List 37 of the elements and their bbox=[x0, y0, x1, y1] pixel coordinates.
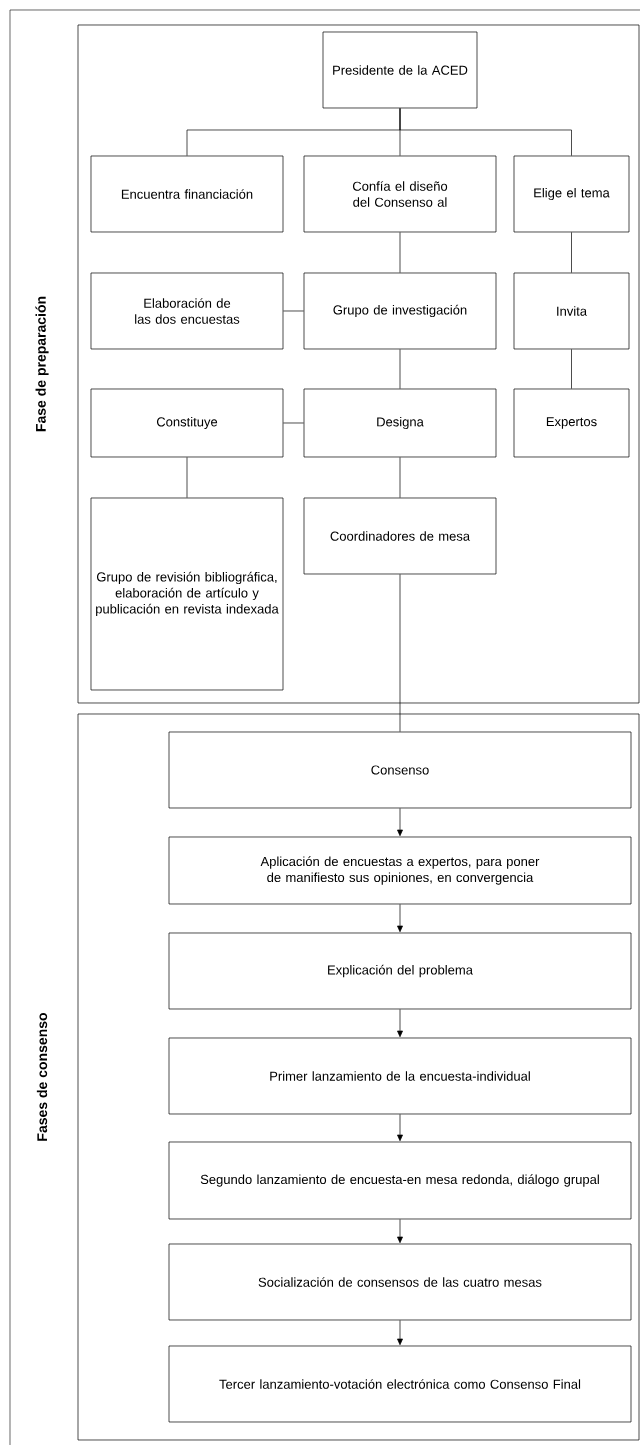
arrow bbox=[397, 1219, 403, 1244]
process-box: Constituye bbox=[90, 388, 284, 458]
process-box: Expertos bbox=[513, 388, 630, 458]
process-box: Coordinadores de mesa bbox=[303, 497, 497, 575]
process-box: Tercer lanzamiento-votación electrónica como Consenso Final bbox=[168, 1345, 632, 1423]
process-box: Invita bbox=[513, 272, 630, 350]
arrow bbox=[397, 1114, 403, 1142]
process-box: Primer lanzamiento de la encuesta-individual bbox=[168, 1037, 632, 1115]
arrow bbox=[397, 904, 403, 933]
arrow bbox=[397, 1320, 403, 1346]
panel-heading: Fase de preparación bbox=[35, 296, 49, 432]
connector-line bbox=[399, 232, 401, 273]
connector-line bbox=[399, 574, 401, 732]
connector-line bbox=[283, 310, 304, 312]
connector-line bbox=[571, 232, 572, 273]
connector-line bbox=[283, 422, 304, 424]
process-box: Explicación del problema bbox=[168, 932, 632, 1010]
connector-line bbox=[399, 349, 401, 389]
connector-line bbox=[571, 349, 572, 389]
process-box: Designa bbox=[303, 388, 497, 458]
process-box: Grupo de revisión bibliográfica, elaboración de artículo y publicación en revista indexada bbox=[90, 497, 284, 691]
connector-line bbox=[399, 457, 401, 498]
process-box: Socialización de consensos de las cuatro mesas bbox=[168, 1243, 632, 1321]
process-box: Aplicación de encuestas a expertos, para poner de manifiesto sus opiniones, en convergencia bbox=[168, 836, 632, 905]
process-box: Confía el diseño del Consenso al bbox=[303, 155, 497, 233]
process-box: Grupo de investigación bbox=[303, 272, 497, 350]
process-box: Consenso bbox=[168, 731, 632, 809]
process-box: Segundo lanzamiento de encuesta-en mesa redonda, diálogo grupal bbox=[168, 1141, 632, 1220]
arrow bbox=[397, 808, 403, 837]
connector-line bbox=[399, 108, 572, 156]
process-box: Elaboración de las dos encuestas bbox=[90, 272, 284, 350]
process-box: Presidente de la ACED bbox=[322, 31, 478, 109]
connector-line bbox=[186, 457, 188, 498]
panel-heading: Fases de consenso bbox=[36, 1012, 48, 1141]
process-box: Encuentra financiación bbox=[90, 155, 284, 233]
arrow bbox=[397, 1009, 403, 1038]
process-box: Elige el tema bbox=[513, 155, 630, 233]
